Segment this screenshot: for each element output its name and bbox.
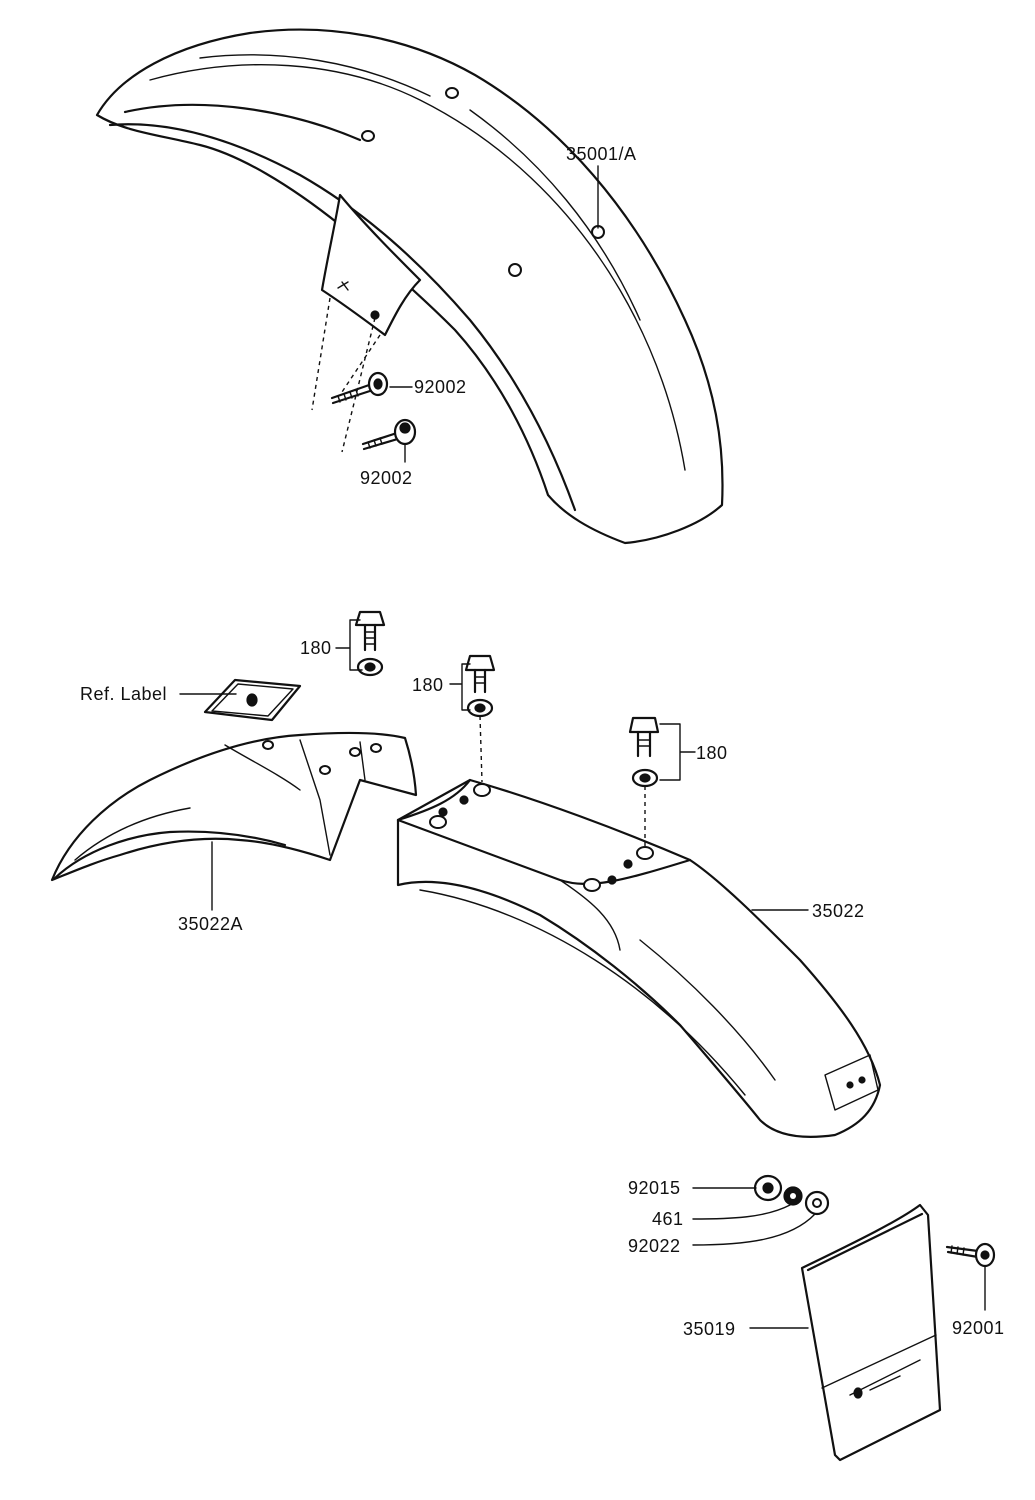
- label-ref-label: Ref. Label: [80, 684, 167, 704]
- label-461: 461: [652, 1209, 684, 1229]
- washer-92022: [804, 1190, 830, 1216]
- rear-fender-front-section: [50, 731, 418, 882]
- label-92022: 92022: [628, 1236, 681, 1256]
- bolt-92001: [945, 1242, 996, 1268]
- label-92015: 92015: [628, 1178, 681, 1198]
- ref-label-sticker: [203, 678, 302, 722]
- mud-flap: [800, 1203, 942, 1462]
- label-35022: 35022: [812, 901, 865, 921]
- label-180-middle: 180: [412, 675, 444, 695]
- rear-fender: [396, 778, 882, 1138]
- front-bolt-92002-lower: [361, 418, 417, 451]
- bolt-180-right: [628, 716, 696, 788]
- label-180-right: 180: [696, 743, 728, 763]
- bolt-180-left: [335, 610, 386, 677]
- label-92002-upper: 92002: [414, 377, 467, 397]
- front-fender: [95, 28, 724, 545]
- nut-92015: [753, 1174, 783, 1202]
- label-35019: 35019: [683, 1319, 736, 1339]
- label-180-left: 180: [300, 638, 332, 658]
- lock-washer-461: [783, 1186, 803, 1206]
- front-bolt-92002-upper: [330, 371, 389, 405]
- label-35001A: 35001/A: [566, 144, 637, 164]
- label-92001: 92001: [952, 1318, 1005, 1338]
- label-92002-lower: 92002: [360, 468, 413, 488]
- bolt-180-middle: [449, 654, 496, 718]
- label-35022A: 35022A: [178, 914, 243, 934]
